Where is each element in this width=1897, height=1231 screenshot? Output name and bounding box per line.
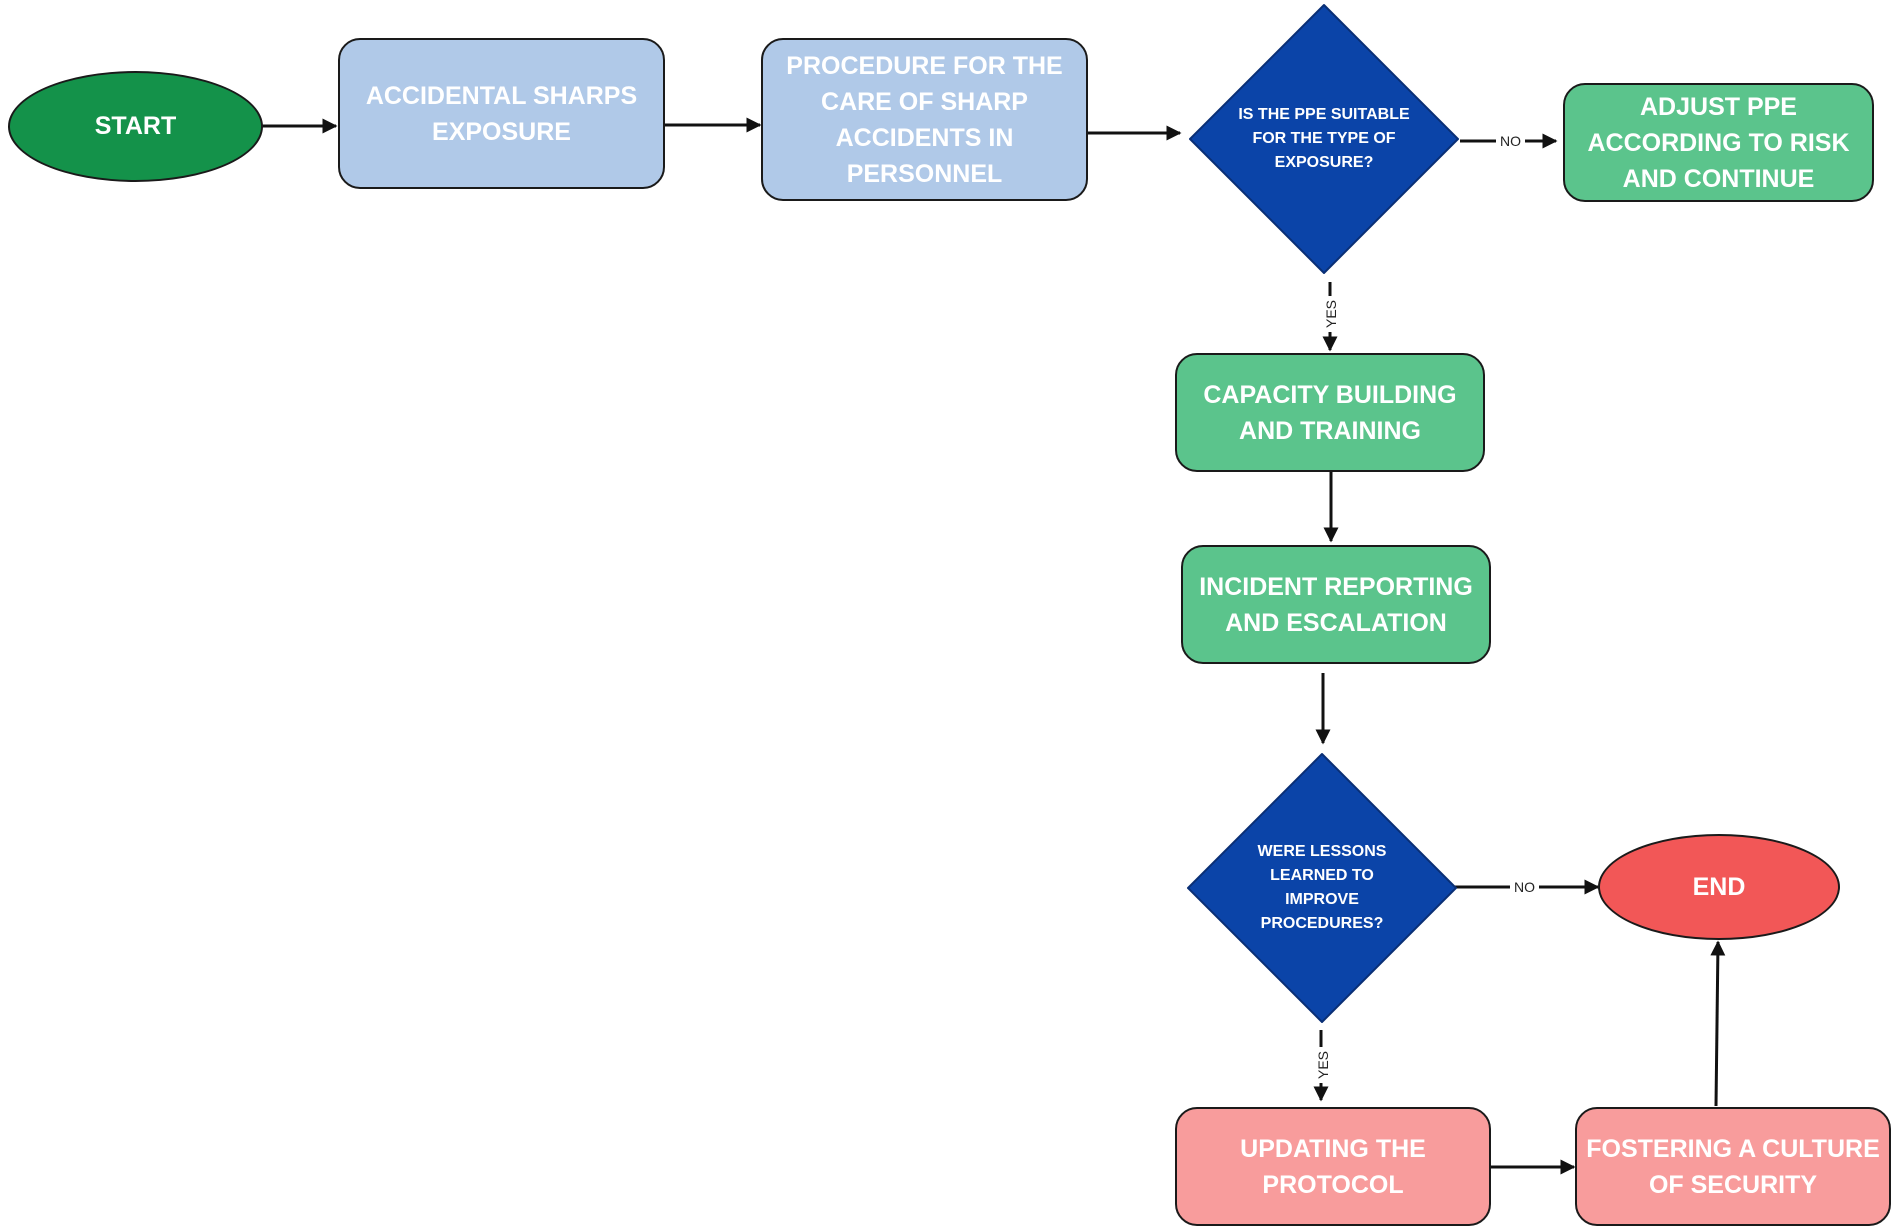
lessons-learned-decision: WERE LESSONS LEARNED TO IMPROVE PROCEDUR… (1186, 752, 1458, 1024)
edge-label-ppe-yes: YES (1323, 295, 1340, 333)
adjust-ppe-step: ADJUST PPE ACCORDING TO RISK AND CONTINU… (1563, 83, 1874, 202)
ppe-suitable-question: IS THE PPE SUITABLE FOR THE TYPE OF EXPO… (1238, 106, 1410, 171)
fostering-culture-step: FOSTERING A CULTURE OF SECURITY (1575, 1107, 1891, 1226)
edge-label-lessons-no: NO (1510, 879, 1539, 895)
updating-protocol-step: UPDATING THE PROTOCOL (1175, 1107, 1491, 1226)
edge-label-lessons-yes: YES (1315, 1046, 1332, 1084)
diamond-shape (1189, 4, 1459, 274)
start-terminal: START (8, 71, 263, 182)
incident-reporting-step: INCIDENT REPORTING AND ESCALATION (1181, 545, 1491, 664)
diamond-shape (1187, 753, 1457, 1023)
edge-fostering-to-end (1710, 940, 1726, 1107)
end-terminal: END (1598, 834, 1840, 940)
capacity-building-step: CAPACITY BUILDING AND TRAINING (1175, 353, 1485, 472)
procedure-care-step: PROCEDURE FOR THE CARE OF SHARP ACCIDENT… (761, 38, 1088, 201)
ppe-suitable-decision: IS THE PPE SUITABLE FOR THE TYPE OF EXPO… (1188, 3, 1460, 275)
lessons-learned-question: WERE LESSONS LEARNED TO IMPROVE PROCEDUR… (1257, 843, 1387, 932)
accidental-sharps-exposure-step: ACCIDENTAL SHARPS EXPOSURE (338, 38, 665, 189)
edge-label-ppe-no: NO (1496, 133, 1525, 149)
